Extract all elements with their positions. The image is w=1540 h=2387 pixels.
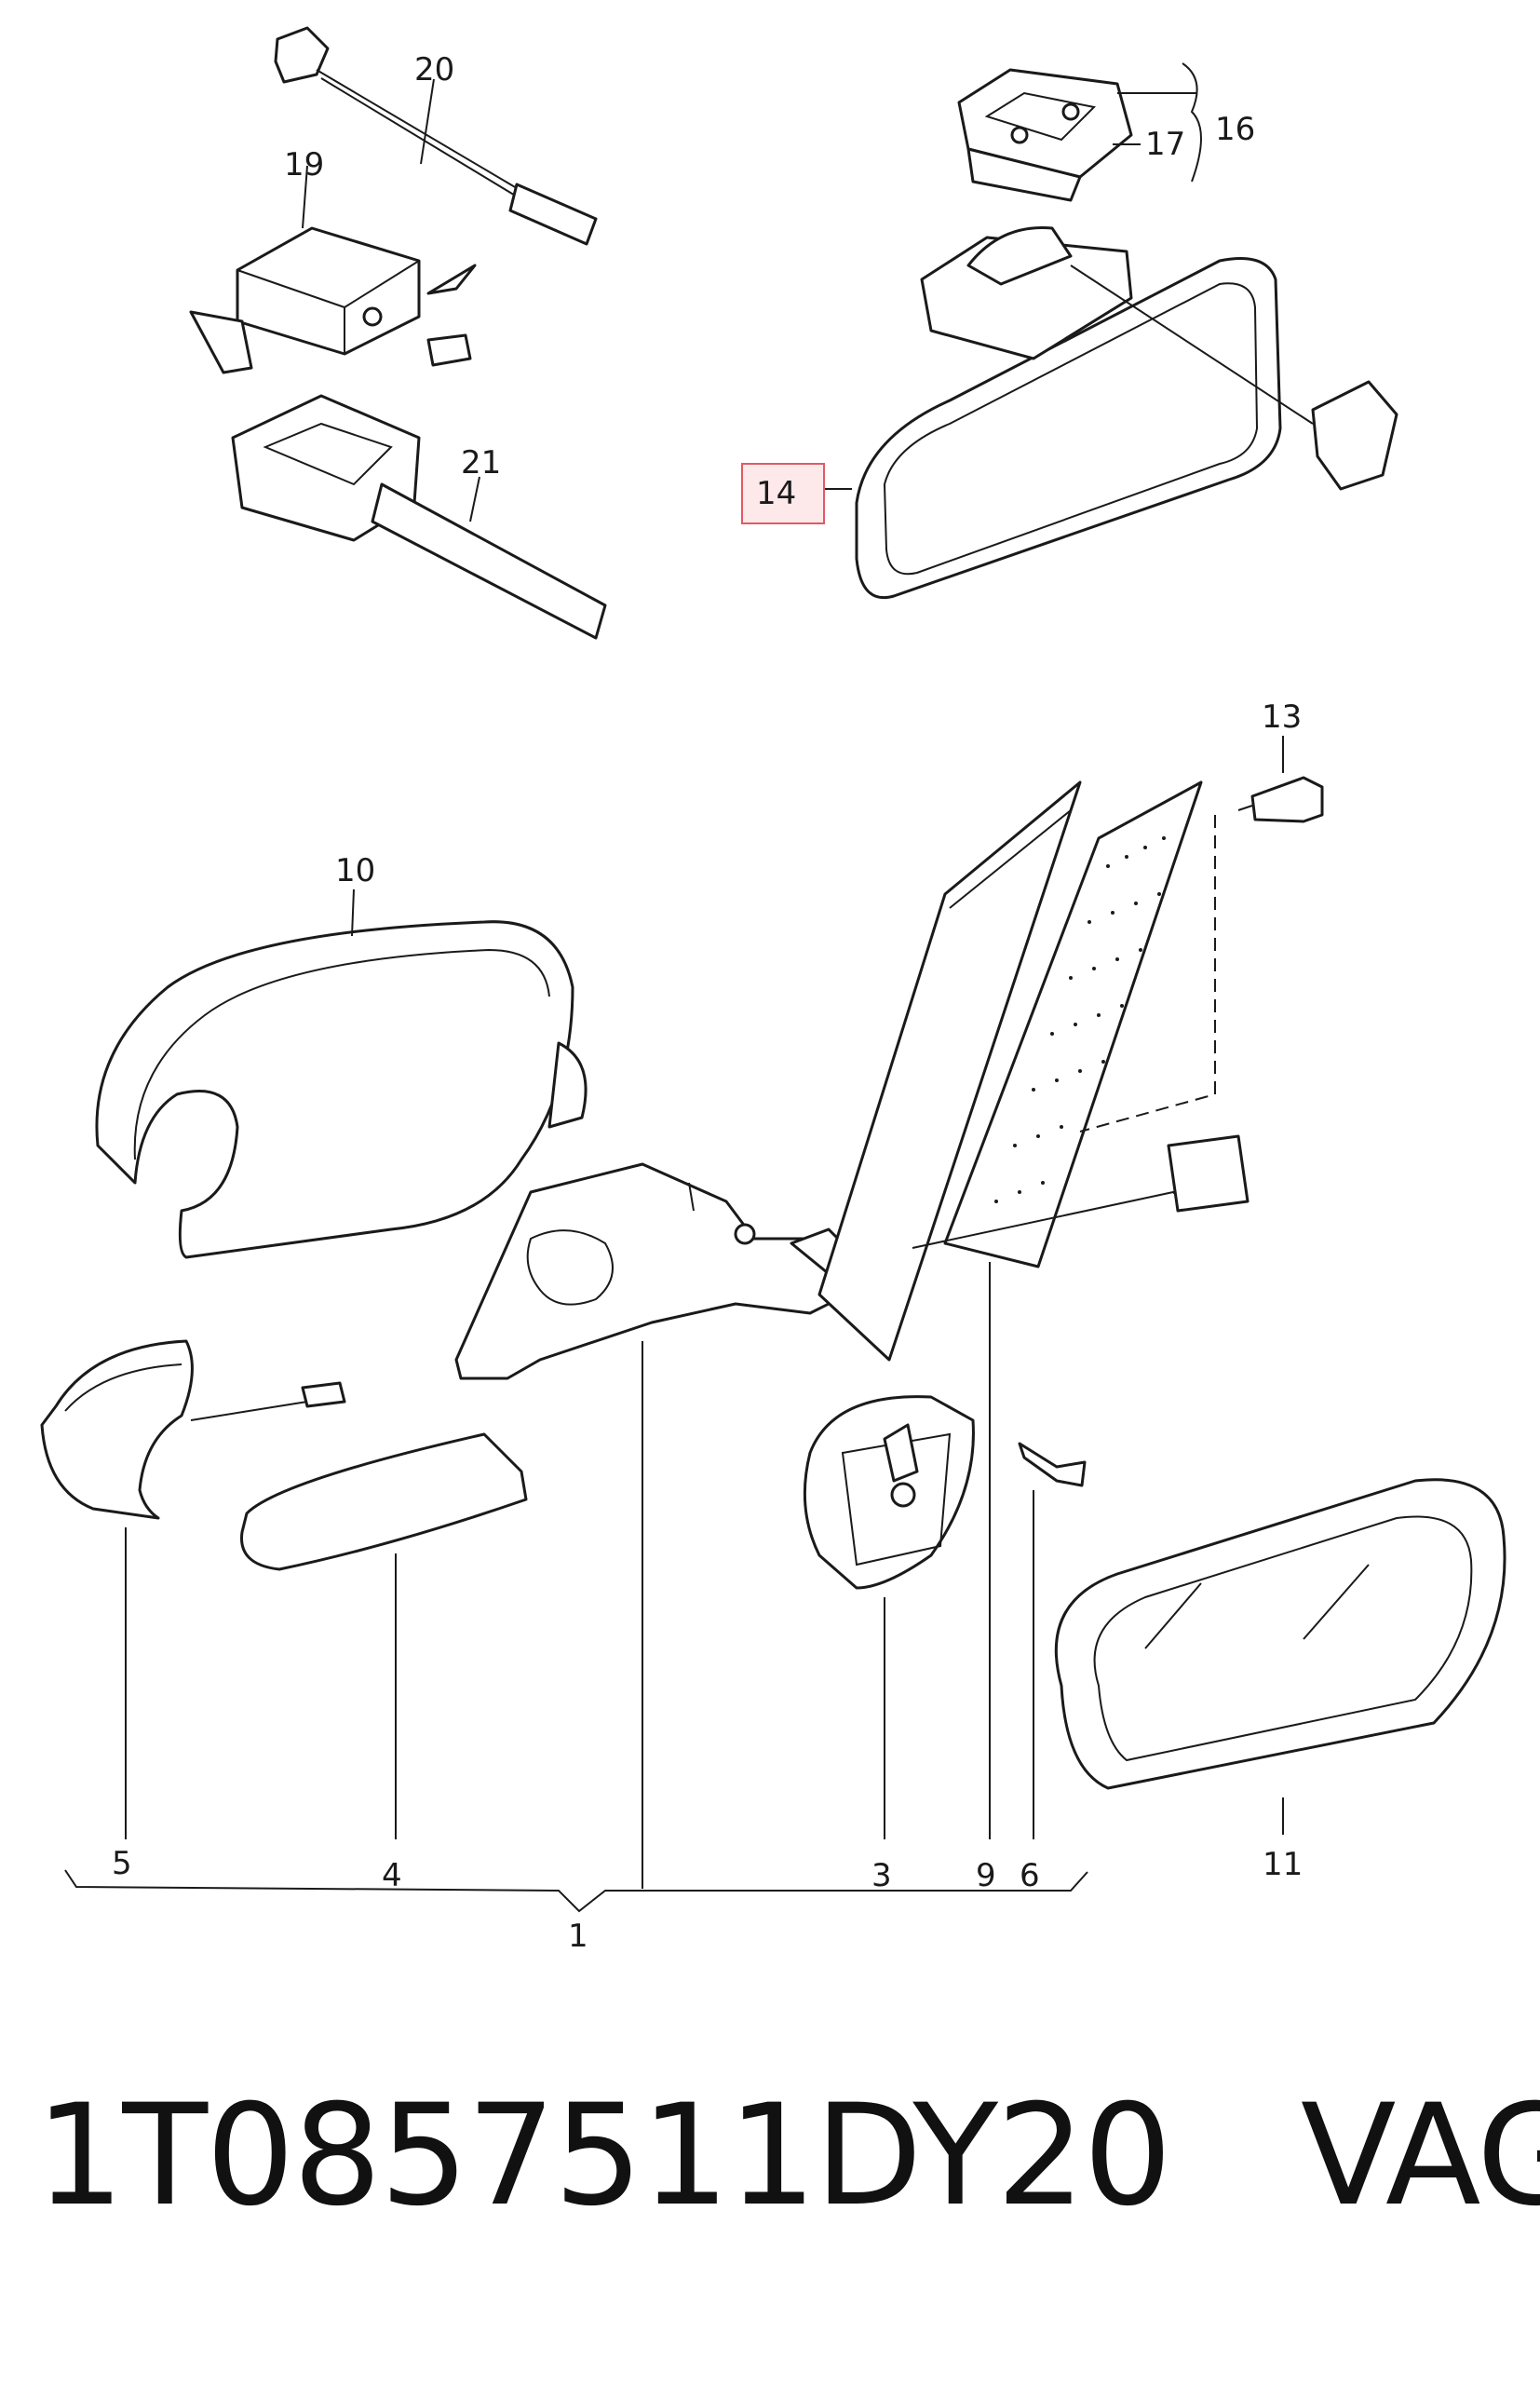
callout-21: 21: [461, 444, 501, 481]
callout-9: 9: [976, 1857, 996, 1894]
part-19-control-unit: [189, 165, 477, 374]
part-5-cover: [40, 1339, 346, 1839]
part-6-screw: [1018, 1442, 1087, 1839]
part-21-cover: [231, 394, 607, 640]
part-11-mirror-glass: [1054, 1478, 1506, 1835]
callout-3: 3: [871, 1857, 892, 1894]
part-10-housing: [95, 888, 588, 1259]
part-9-plate: [817, 780, 1250, 1839]
callout-11: 11: [1263, 1846, 1303, 1883]
part-14-interior-mirror: [813, 226, 1398, 599]
callout-5: 5: [112, 1845, 132, 1882]
assembly-brace: [64, 1869, 1088, 1913]
brand-name: VAG: [1300, 2075, 1540, 2237]
part-number: 1T0857511DY20: [35, 2075, 1172, 2237]
part-3-motor: [803, 1395, 975, 1839]
part-16-17-bracket: [957, 62, 1202, 202]
callout-6: 6: [1020, 1857, 1040, 1894]
callout-14-highlight: [741, 463, 825, 524]
callout-4: 4: [382, 1857, 402, 1894]
part-13-screw: [1237, 736, 1324, 823]
callout-19: 19: [284, 146, 324, 183]
part-20-cable: [274, 26, 598, 246]
part-1-base: [454, 1162, 854, 1380]
callout-14: 14: [756, 475, 796, 512]
callout-10: 10: [335, 852, 375, 889]
callout-20: 20: [414, 51, 454, 88]
callout-1: 1: [568, 1918, 588, 1955]
part-4-trim: [240, 1432, 528, 1839]
callout-13: 13: [1262, 698, 1302, 736]
callout-17: 17: [1145, 126, 1185, 163]
part-number-caption: 1T0857511DY20 VAG: [35, 2072, 1540, 2240]
callout-16: 16: [1215, 111, 1255, 148]
